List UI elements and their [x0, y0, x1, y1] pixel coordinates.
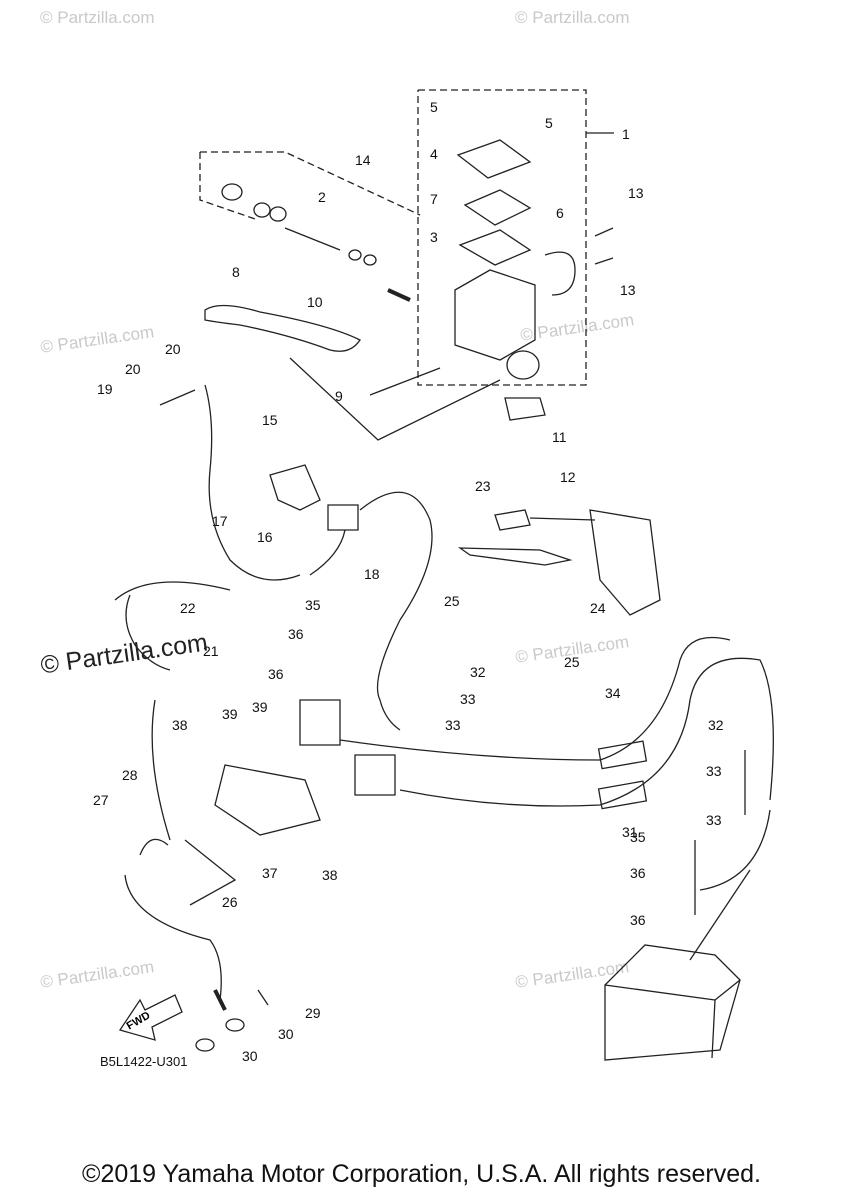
- bracket-plate: [460, 548, 570, 565]
- brake-pipe-34: [340, 638, 730, 761]
- callout-number: 33: [445, 717, 461, 733]
- hose-block-right: [355, 755, 395, 795]
- callout-number: 3: [430, 229, 438, 245]
- callout-number: 11: [552, 429, 567, 445]
- holder-clamp: [545, 252, 575, 295]
- hose-joint-bracket: [215, 765, 320, 835]
- brake-hose-right: [360, 492, 432, 730]
- callout-number: 32: [708, 717, 724, 733]
- kit-outline-2: [200, 152, 420, 215]
- callout-number: 9: [335, 388, 343, 404]
- callout-number: 10: [307, 294, 323, 310]
- watermark: © Partzilla.com: [40, 8, 155, 27]
- callout-number: 33: [706, 763, 722, 779]
- callout-number: 35: [630, 829, 646, 845]
- callout-number: 20: [165, 341, 181, 357]
- callout-number: 23: [475, 478, 491, 494]
- copyright-notice: ©2019 Yamaha Motor Corporation, U.S.A. A…: [82, 1160, 761, 1188]
- diaphragm: [460, 230, 530, 265]
- callout-number: 26: [222, 894, 238, 910]
- callout-number: 8: [232, 264, 240, 280]
- callout-number: 30: [242, 1048, 258, 1064]
- hose-block-left: [300, 700, 340, 745]
- callout-number: 16: [257, 529, 273, 545]
- cylinder-end: [507, 351, 539, 379]
- callout-number: 15: [262, 412, 278, 428]
- callout-number: 25: [564, 654, 580, 670]
- callout-number: 27: [93, 792, 109, 808]
- callout-number: 31: [622, 824, 638, 840]
- callout-number: 29: [305, 1005, 321, 1021]
- brake-pipe-31: [400, 658, 773, 806]
- diaphragm-plate: [465, 190, 530, 225]
- callout-number: 25: [444, 593, 460, 609]
- callout-number: 36: [630, 865, 646, 881]
- callout-number: 36: [630, 912, 646, 928]
- diagram-code: B5L1422-U301: [100, 1054, 188, 1069]
- brake-hose-lower: [125, 875, 221, 1000]
- callout-number: 34: [605, 685, 621, 701]
- callout-number: 36: [268, 666, 284, 682]
- callout-number: 28: [122, 767, 138, 783]
- kit-outline-1: [418, 90, 586, 385]
- frame-mount: [590, 510, 660, 615]
- callout-number: 33: [706, 812, 722, 828]
- callout-number: 13: [628, 185, 644, 201]
- stay: [185, 840, 235, 905]
- callout-number: 32: [470, 664, 486, 680]
- hose-joint: [328, 505, 358, 530]
- callout-number: 38: [172, 717, 188, 733]
- callout-number: 33: [460, 691, 476, 707]
- callout-number: 37: [262, 865, 278, 881]
- callout-number: 4: [430, 146, 438, 162]
- callout-number: 1: [622, 126, 630, 142]
- brake-hose-upper: [205, 385, 300, 580]
- callout-number: 20: [125, 361, 141, 377]
- callout-number: 35: [305, 597, 321, 613]
- hose-guide: [270, 465, 320, 510]
- callout-number: 14: [355, 152, 371, 168]
- callout-number: 30: [278, 1026, 294, 1042]
- callout-number: 6: [556, 205, 564, 221]
- fwd-arrow: [120, 995, 182, 1040]
- callout-number: 24: [590, 600, 606, 616]
- callout-number: 7: [430, 191, 438, 207]
- callout-number: 2: [318, 189, 326, 205]
- hose-22: [126, 595, 170, 670]
- watermark: © Partzilla.com: [515, 8, 630, 27]
- callout-number: 39: [252, 699, 268, 715]
- callout-number: 39: [222, 706, 238, 722]
- callout-number: 36: [288, 626, 304, 642]
- callout-number: 5: [545, 115, 553, 131]
- callout-number: 21: [203, 643, 219, 659]
- callout-number: 5: [430, 99, 438, 115]
- callout-number: 38: [322, 867, 338, 883]
- brake-switch: [505, 398, 545, 420]
- callout-number: 13: [620, 282, 636, 298]
- brake-lever: [205, 305, 360, 351]
- reservoir-cap: [458, 140, 530, 178]
- master-cylinder-body: [455, 270, 535, 360]
- callout-number: 17: [212, 513, 228, 529]
- callout-number: 12: [560, 469, 576, 485]
- callout-number: 19: [97, 381, 113, 397]
- callout-number: 22: [180, 600, 196, 616]
- callout-number: 18: [364, 566, 380, 582]
- abs-unit: [605, 945, 740, 1060]
- clip: [140, 839, 168, 855]
